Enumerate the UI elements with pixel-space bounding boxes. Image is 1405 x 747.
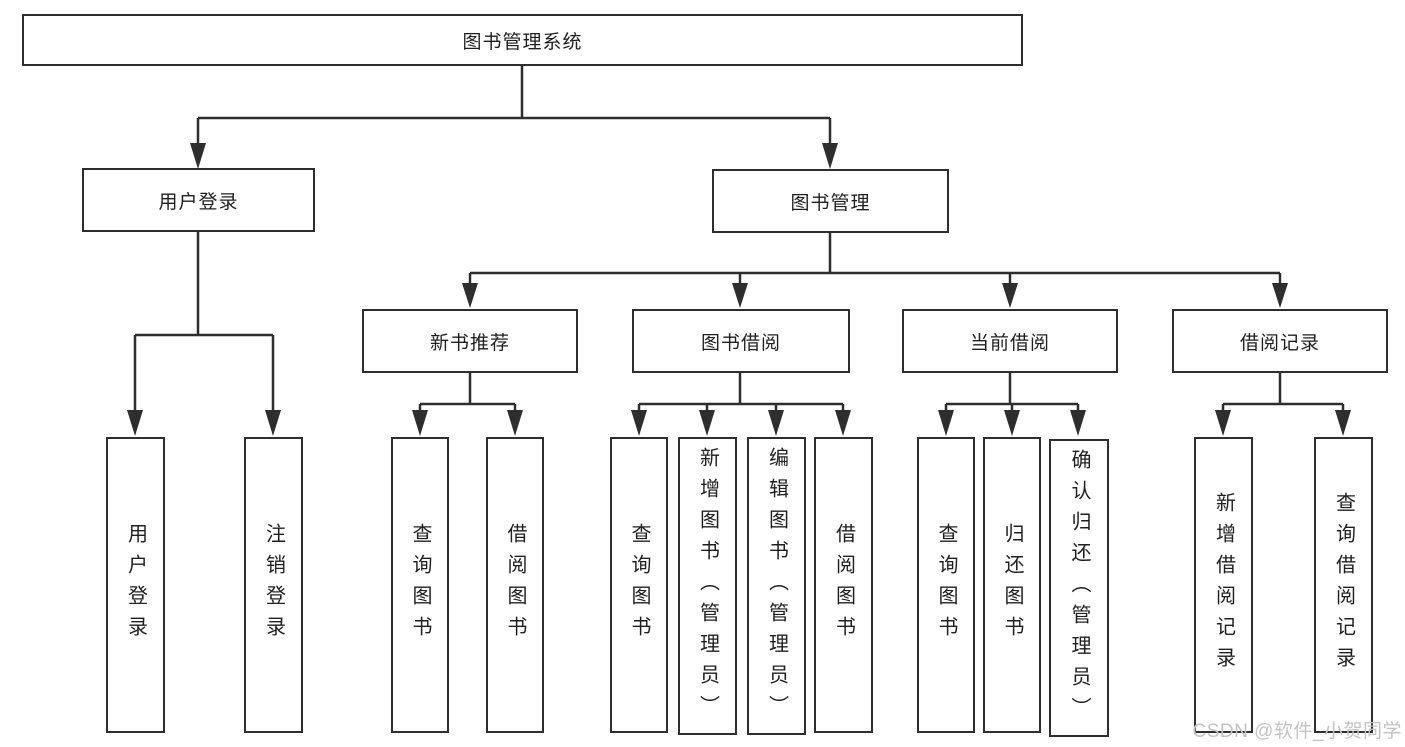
leaf-record-query: 查询借阅记录: [1314, 437, 1373, 733]
leaf-borrow-book-label: 借阅图书: [832, 523, 855, 647]
arrowhead-icon: [1335, 410, 1351, 436]
leaf-user-logout-label: 注销登录: [262, 523, 285, 647]
leaf-newbook-query: 查询图书: [391, 437, 449, 733]
arrowhead-icon: [462, 283, 478, 308]
leaf-borrow-add-admin-label: 新增图书（管理员）: [696, 446, 719, 726]
connector-book-mgmt-split: [462, 233, 1288, 308]
arrowhead-icon: [127, 410, 143, 436]
leaf-borrow-edit-admin-label: 编辑图书（管理员）: [765, 446, 788, 726]
arrowhead-icon: [631, 410, 647, 436]
leaf-current-confirm-admin-label: 确认归还（管理员）: [1068, 448, 1090, 728]
leaf-borrow-edit-admin: 编辑图书（管理员）: [747, 437, 806, 735]
leaf-record-query-label: 查询借阅记录: [1332, 492, 1355, 678]
watermark: CSDN @软件_小贺同学: [1192, 721, 1402, 742]
arrowhead-icon: [732, 283, 748, 308]
arrowhead-icon: [822, 143, 838, 169]
node-borrow-record-label: 借阅记录: [1239, 332, 1320, 354]
arrowhead-icon: [835, 410, 851, 436]
arrowhead-icon: [938, 410, 954, 436]
node-user-login: 用户登录: [82, 168, 315, 232]
leaf-current-return-label: 归还图书: [1001, 523, 1023, 647]
arrowhead-icon: [1004, 410, 1020, 436]
leaf-record-add: 新增借阅记录: [1194, 437, 1253, 733]
leaf-current-query: 查询图书: [917, 437, 975, 733]
arrowhead-icon: [507, 410, 523, 436]
connector-current-borrow-split: [938, 373, 1086, 436]
leaf-record-add-label: 新增借阅记录: [1212, 492, 1235, 678]
node-new-book-recommend-label: 新书推荐: [429, 332, 510, 354]
node-book-borrow: 图书借阅: [632, 309, 850, 373]
arrowhead-icon: [1070, 410, 1086, 436]
node-root: 图书管理系统: [22, 14, 1023, 66]
leaf-borrow-query-label: 查询图书: [628, 523, 650, 647]
leaf-current-confirm-admin: 确认归还（管理员）: [1049, 439, 1109, 737]
node-new-book-recommend: 新书推荐: [362, 309, 578, 373]
leaf-borrow-book: 借阅图书: [814, 437, 873, 733]
arrowhead-icon: [1272, 283, 1288, 308]
arrowhead-icon: [699, 410, 715, 436]
node-root-label: 图书管理系统: [462, 31, 583, 53]
node-current-borrow-label: 当前借阅: [969, 332, 1050, 354]
node-borrow-record: 借阅记录: [1172, 309, 1388, 373]
arrowhead-icon: [412, 410, 428, 436]
node-current-borrow: 当前借阅: [902, 309, 1118, 373]
leaf-user-login-label: 用户登录: [124, 523, 147, 647]
arrowhead-icon: [190, 143, 206, 169]
leaf-current-query-label: 查询图书: [935, 523, 957, 647]
leaf-borrow-add-admin: 新增图书（管理员）: [678, 437, 737, 735]
node-book-borrow-label: 图书借阅: [700, 332, 781, 354]
leaf-user-logout: 注销登录: [244, 437, 303, 733]
leaf-borrow-query: 查询图书: [610, 437, 668, 733]
node-user-login-label: 用户登录: [158, 191, 239, 213]
leaf-user-login: 用户登录: [106, 437, 165, 733]
arrowhead-icon: [265, 410, 281, 436]
arrowhead-icon: [768, 410, 784, 436]
connector-new-book-split: [412, 373, 523, 436]
leaf-newbook-borrow: 借阅图书: [486, 437, 544, 733]
connector-borrow-record-split: [1215, 373, 1351, 436]
node-book-mgmt-label: 图书管理: [790, 192, 871, 214]
arrowhead-icon: [1002, 283, 1018, 308]
leaf-newbook-borrow-label: 借阅图书: [504, 523, 526, 647]
connector-user-login-split: [127, 232, 281, 436]
connector-root-split: [190, 65, 838, 169]
arrowhead-icon: [1215, 410, 1231, 436]
leaf-newbook-query-label: 查询图书: [409, 523, 431, 647]
connector-book-borrow-split: [631, 373, 851, 436]
node-book-mgmt: 图书管理: [712, 169, 949, 233]
leaf-current-return: 归还图书: [983, 437, 1041, 733]
